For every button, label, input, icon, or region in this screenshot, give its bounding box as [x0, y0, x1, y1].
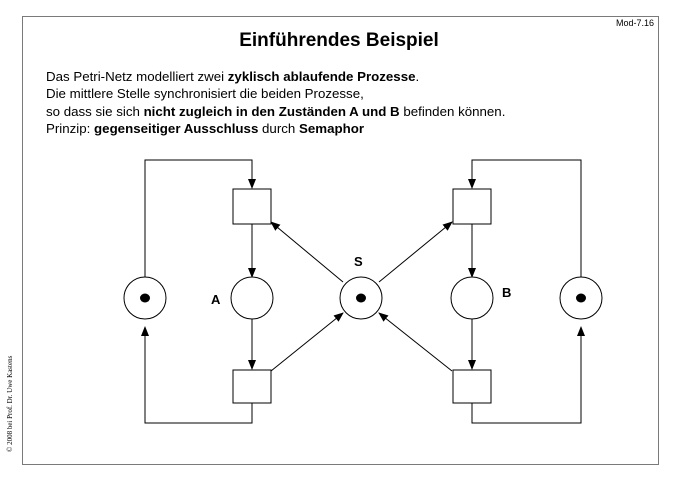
label-b: B: [502, 285, 511, 300]
token-left-place: [140, 293, 150, 303]
token-semaphore: [356, 293, 366, 303]
intro-line3-segment-1: nicht zugleich in den Zuständen A und B: [143, 103, 400, 119]
intro-line-1: Das Petri-Netz modelliert zwei zyklisch …: [46, 68, 646, 85]
transition-top-left: [232, 188, 272, 225]
intro-line1-segment-2: .: [415, 69, 420, 84]
transition-bottom-left: [232, 369, 272, 404]
arc-bottom-left-transition-to-left-place: [141, 326, 253, 424]
arc-bottom-right-transition-to-s: [378, 312, 453, 372]
intro-line-4: Prinzip: gegenseitiger Ausschluss durch …: [46, 120, 646, 137]
intro-text: Das Petri-Netz modelliert zwei zyklisch …: [46, 68, 646, 138]
slide-title: Einführendes Beispiel: [239, 30, 439, 51]
intro-line4-segment-2: durch: [258, 121, 299, 137]
arc-bottom-right-transition-to-right-place: [471, 326, 585, 424]
arc-bottom-left-transition-to-s: [270, 312, 344, 372]
arc-s-to-top-left-transition: [270, 221, 344, 283]
arc-right-place-to-top-right-transition: [468, 159, 582, 279]
place-b: [450, 276, 494, 320]
intro-line3-segment-0: so dass sie sich: [46, 103, 144, 119]
slide-number: Mod-7.16: [615, 18, 654, 28]
intro-line4-segment-3: Semaphor: [299, 121, 365, 137]
arc-s-to-top-right-transition: [378, 221, 453, 283]
intro-line2-segment-0: Die mittlere Stelle synchronisiert die b…: [46, 86, 364, 102]
place-a: [230, 276, 274, 320]
token-right-place: [576, 293, 586, 303]
intro-line-3: so dass sie sich nicht zugleich in den Z…: [46, 103, 646, 120]
label-a: A: [211, 292, 221, 307]
label-s: S: [354, 254, 363, 269]
transition-bottom-right: [452, 369, 492, 404]
transition-top-right: [452, 188, 492, 225]
arc-left-place-to-top-left-transition: [144, 159, 256, 279]
intro-line-2: Die mittlere Stelle synchronisiert die b…: [46, 85, 646, 102]
intro-line1-segment-1: zyklisch ablaufende Prozesse: [227, 69, 416, 84]
copyright-note: © 2008 bei Prof. Dr. Uwe Kastens: [6, 355, 14, 452]
slide-frame: [22, 16, 659, 465]
intro-line3-segment-2: befinden können.: [399, 103, 506, 119]
intro-line4-segment-0: Prinzip:: [46, 121, 95, 137]
intro-line1-segment-0: Das Petri-Netz modelliert zwei: [46, 69, 228, 84]
intro-line4-segment-1: gegenseitiger Ausschluss: [94, 121, 259, 137]
